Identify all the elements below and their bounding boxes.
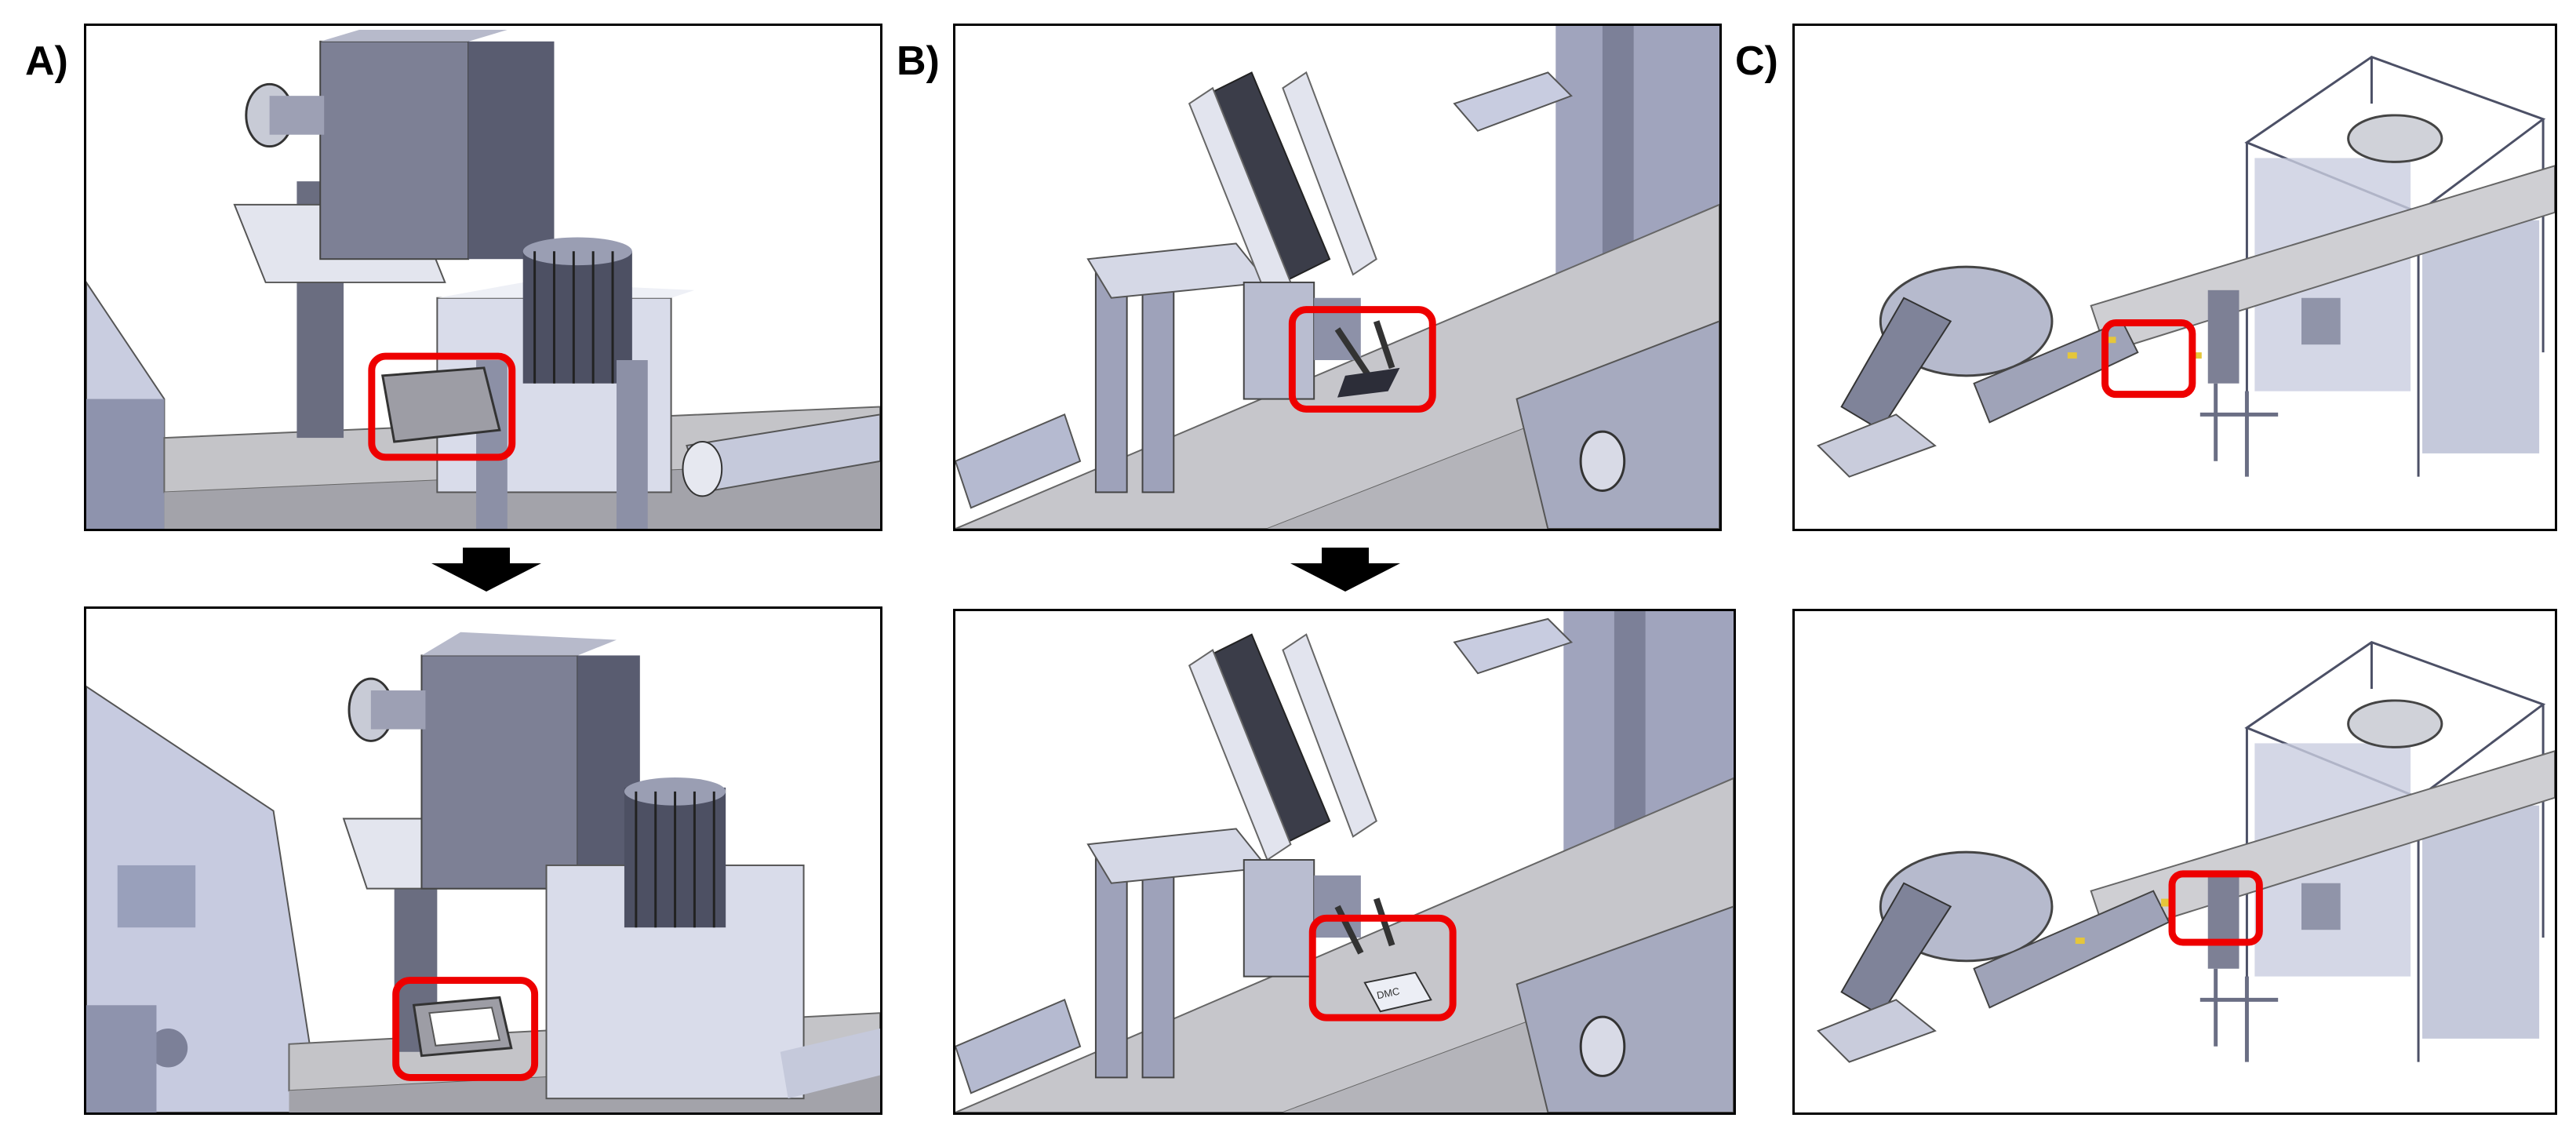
panel-c-before <box>1792 24 2557 531</box>
highlight-box <box>2101 319 2196 399</box>
label-b: B) <box>897 38 940 84</box>
panel-b-before <box>953 24 1722 531</box>
panel-c-after <box>1792 609 2557 1115</box>
label-a: A) <box>25 38 68 84</box>
panel-a-before <box>84 24 882 531</box>
label-c: C) <box>1735 38 1778 84</box>
highlight-box <box>392 977 539 1081</box>
down-arrow-icon <box>1290 548 1400 592</box>
panel-b-after: DMC <box>953 609 1736 1115</box>
tray-text: DMC <box>1376 985 1401 1002</box>
highlight-box <box>2168 870 2263 946</box>
down-arrow-icon <box>431 548 541 592</box>
highlight-box <box>1288 306 1436 413</box>
highlight-box <box>368 352 516 461</box>
highlight-box <box>1308 914 1457 1021</box>
panel-a-after <box>84 606 882 1115</box>
